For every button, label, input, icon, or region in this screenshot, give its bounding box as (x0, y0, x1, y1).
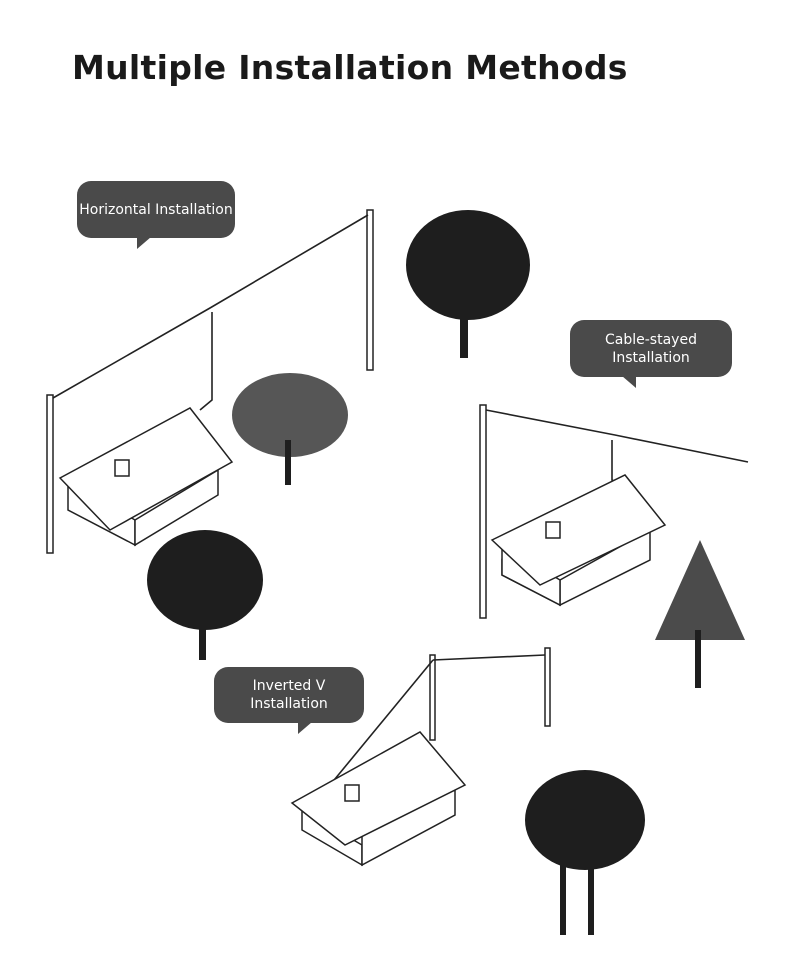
feed-line (199, 312, 213, 411)
tree (406, 210, 530, 358)
dipole-antenna (485, 409, 749, 463)
mast-far (544, 647, 551, 727)
cable-stayed-installation-label: Cable-stayed Installation (570, 320, 732, 388)
house (58, 407, 234, 547)
horizontal-installation-scene (46, 209, 374, 554)
tree (655, 540, 745, 688)
page-title: Multiple Installation Methods (72, 48, 628, 87)
dipole-antenna (52, 214, 369, 399)
horizontal-installation-label: Horizontal Installation (77, 181, 235, 249)
antenna-arm-horizontal (432, 654, 546, 661)
cable-stayed-label-text: Cable-stayed Installation (605, 331, 697, 366)
mast-left (46, 394, 54, 554)
house (490, 474, 667, 607)
mast (479, 404, 487, 619)
antenna-arm-sloped (329, 659, 434, 786)
cable-stayed-installation-scene (479, 404, 749, 619)
tree (232, 373, 348, 485)
house (290, 731, 467, 867)
tree (525, 770, 645, 935)
mast-right (366, 209, 374, 371)
tree (147, 530, 263, 660)
inverted-v-installation-scene (290, 647, 551, 867)
mast (429, 654, 436, 741)
inverted-v-installation-label: Inverted V Installation (214, 667, 364, 734)
